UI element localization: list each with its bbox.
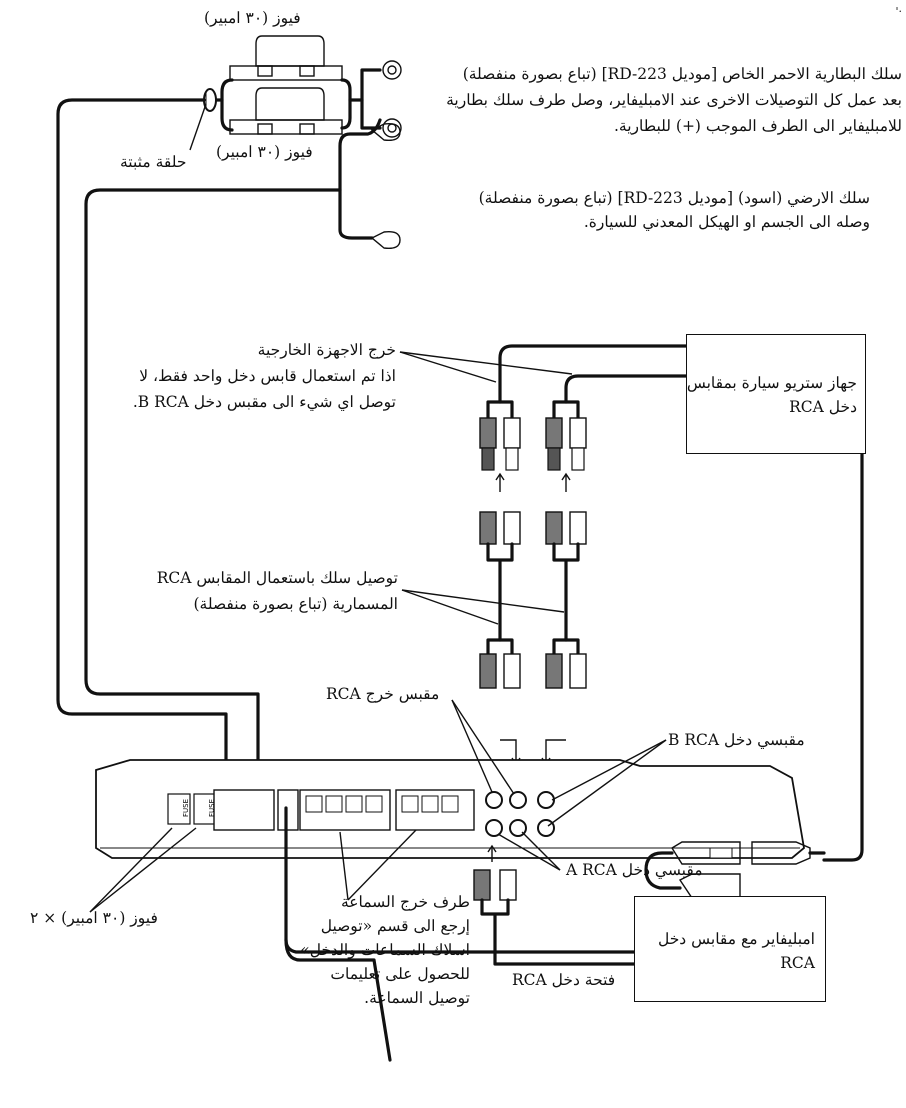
fixing-ring-label: حلقة مثبتة — [120, 153, 187, 171]
ground-spade-top — [370, 122, 401, 142]
amplifier — [95, 759, 805, 859]
fuse-tag-1: FUSE — [182, 799, 190, 817]
fuse-connector-female — [671, 841, 741, 865]
ground-spade-bottom — [370, 230, 401, 250]
external-output-line-3: توصل اي شيء الى مقبس دخل B RCA. — [132, 393, 396, 411]
rca-plugs-to-input-a — [473, 844, 638, 966]
ring-terminal-bottom — [382, 118, 402, 138]
fuse-top-label: فيوز (٣٠ امبير) — [204, 9, 301, 27]
speaker-output-line-5: توصيل السماعة. — [364, 989, 470, 1007]
speaker-output-line-3: اسلاك السماعات والدخل» — [300, 941, 470, 959]
fuse-connector-male — [751, 841, 811, 865]
fuse-connector-lower — [678, 873, 741, 899]
speaker-output-line-2: إرجع الى قسم «توصيل — [320, 917, 470, 935]
fuse-x2-label: فيوز (٣٠ امبير) × ٢ — [30, 909, 158, 927]
battery-wire-line-2: بعد عمل كل التوصيلات الاخرى عند الامبليف… — [446, 91, 902, 109]
rca-plugs-top-right — [545, 400, 587, 471]
rca-input-port-label: فتحة دخل RCA — [512, 971, 616, 989]
external-amp-line-1: امبليفاير مع مقابس دخل — [657, 930, 815, 948]
fuse-holder-bottom — [229, 87, 343, 135]
rca-cable-plugs-lower — [479, 638, 587, 689]
external-output-line-1: خرج الاجهزة الخارجية — [257, 341, 396, 359]
rca-cable-line-2: المسمارية (تباع بصورة منفصلة) — [193, 595, 398, 613]
ground-wire-line-2: وصله الى الجسم او الهيكل المعدني للسيارة… — [583, 213, 870, 231]
ground-wire-line-1: سلك الارضي (اسود) [موديل RD-223] (تباع ب… — [478, 189, 870, 207]
fuse-holder-top — [229, 35, 343, 81]
external-amp-line-2: RCA — [780, 954, 815, 972]
car-stereo-line-2: دخل RCA — [789, 398, 857, 416]
corner-mark: ·' — [895, 5, 902, 18]
fuse-tag-2: FUSE — [208, 799, 216, 817]
external-output-line-2: اذا تم استعمال قابس دخل واحد فقط، لا — [139, 367, 396, 385]
rca-cable-line-1: توصيل سلك باستعمال المقابس RCA — [156, 569, 398, 587]
rca-input-b-label: مقبسي دخل B RCA — [668, 731, 805, 749]
fuse-bottom-label: فيوز (٣٠ امبير) — [216, 143, 313, 161]
speaker-output-line-1: طرف خرج السماعة — [340, 893, 470, 911]
external-amp-box: امبليفاير مع مقابس دخل RCA — [634, 896, 826, 1002]
ring-terminal-top — [382, 60, 402, 80]
rca-output-jack-label: مقبس خرج RCA — [326, 685, 440, 703]
rca-plugs-top-left — [479, 400, 521, 471]
fixing-ring — [203, 88, 217, 112]
car-stereo-box: جهاز ستريو سيارة بمقابس دخل RCA — [686, 334, 866, 454]
battery-wire-line-1: سلك البطارية الاحمر الخاص [موديل RD-223]… — [462, 65, 902, 83]
car-stereo-line-1: جهاز ستريو سيارة بمقابس — [686, 374, 857, 392]
battery-wire-line-3: للامبليفاير الى الطرف الموجب (+) للبطاري… — [613, 117, 902, 135]
rca-input-a-label: مقبسي دخل A RCA — [566, 861, 703, 879]
speaker-output-line-4: للحصول على تعليمات — [330, 965, 470, 983]
rca-cable-plugs-upper — [479, 511, 587, 642]
